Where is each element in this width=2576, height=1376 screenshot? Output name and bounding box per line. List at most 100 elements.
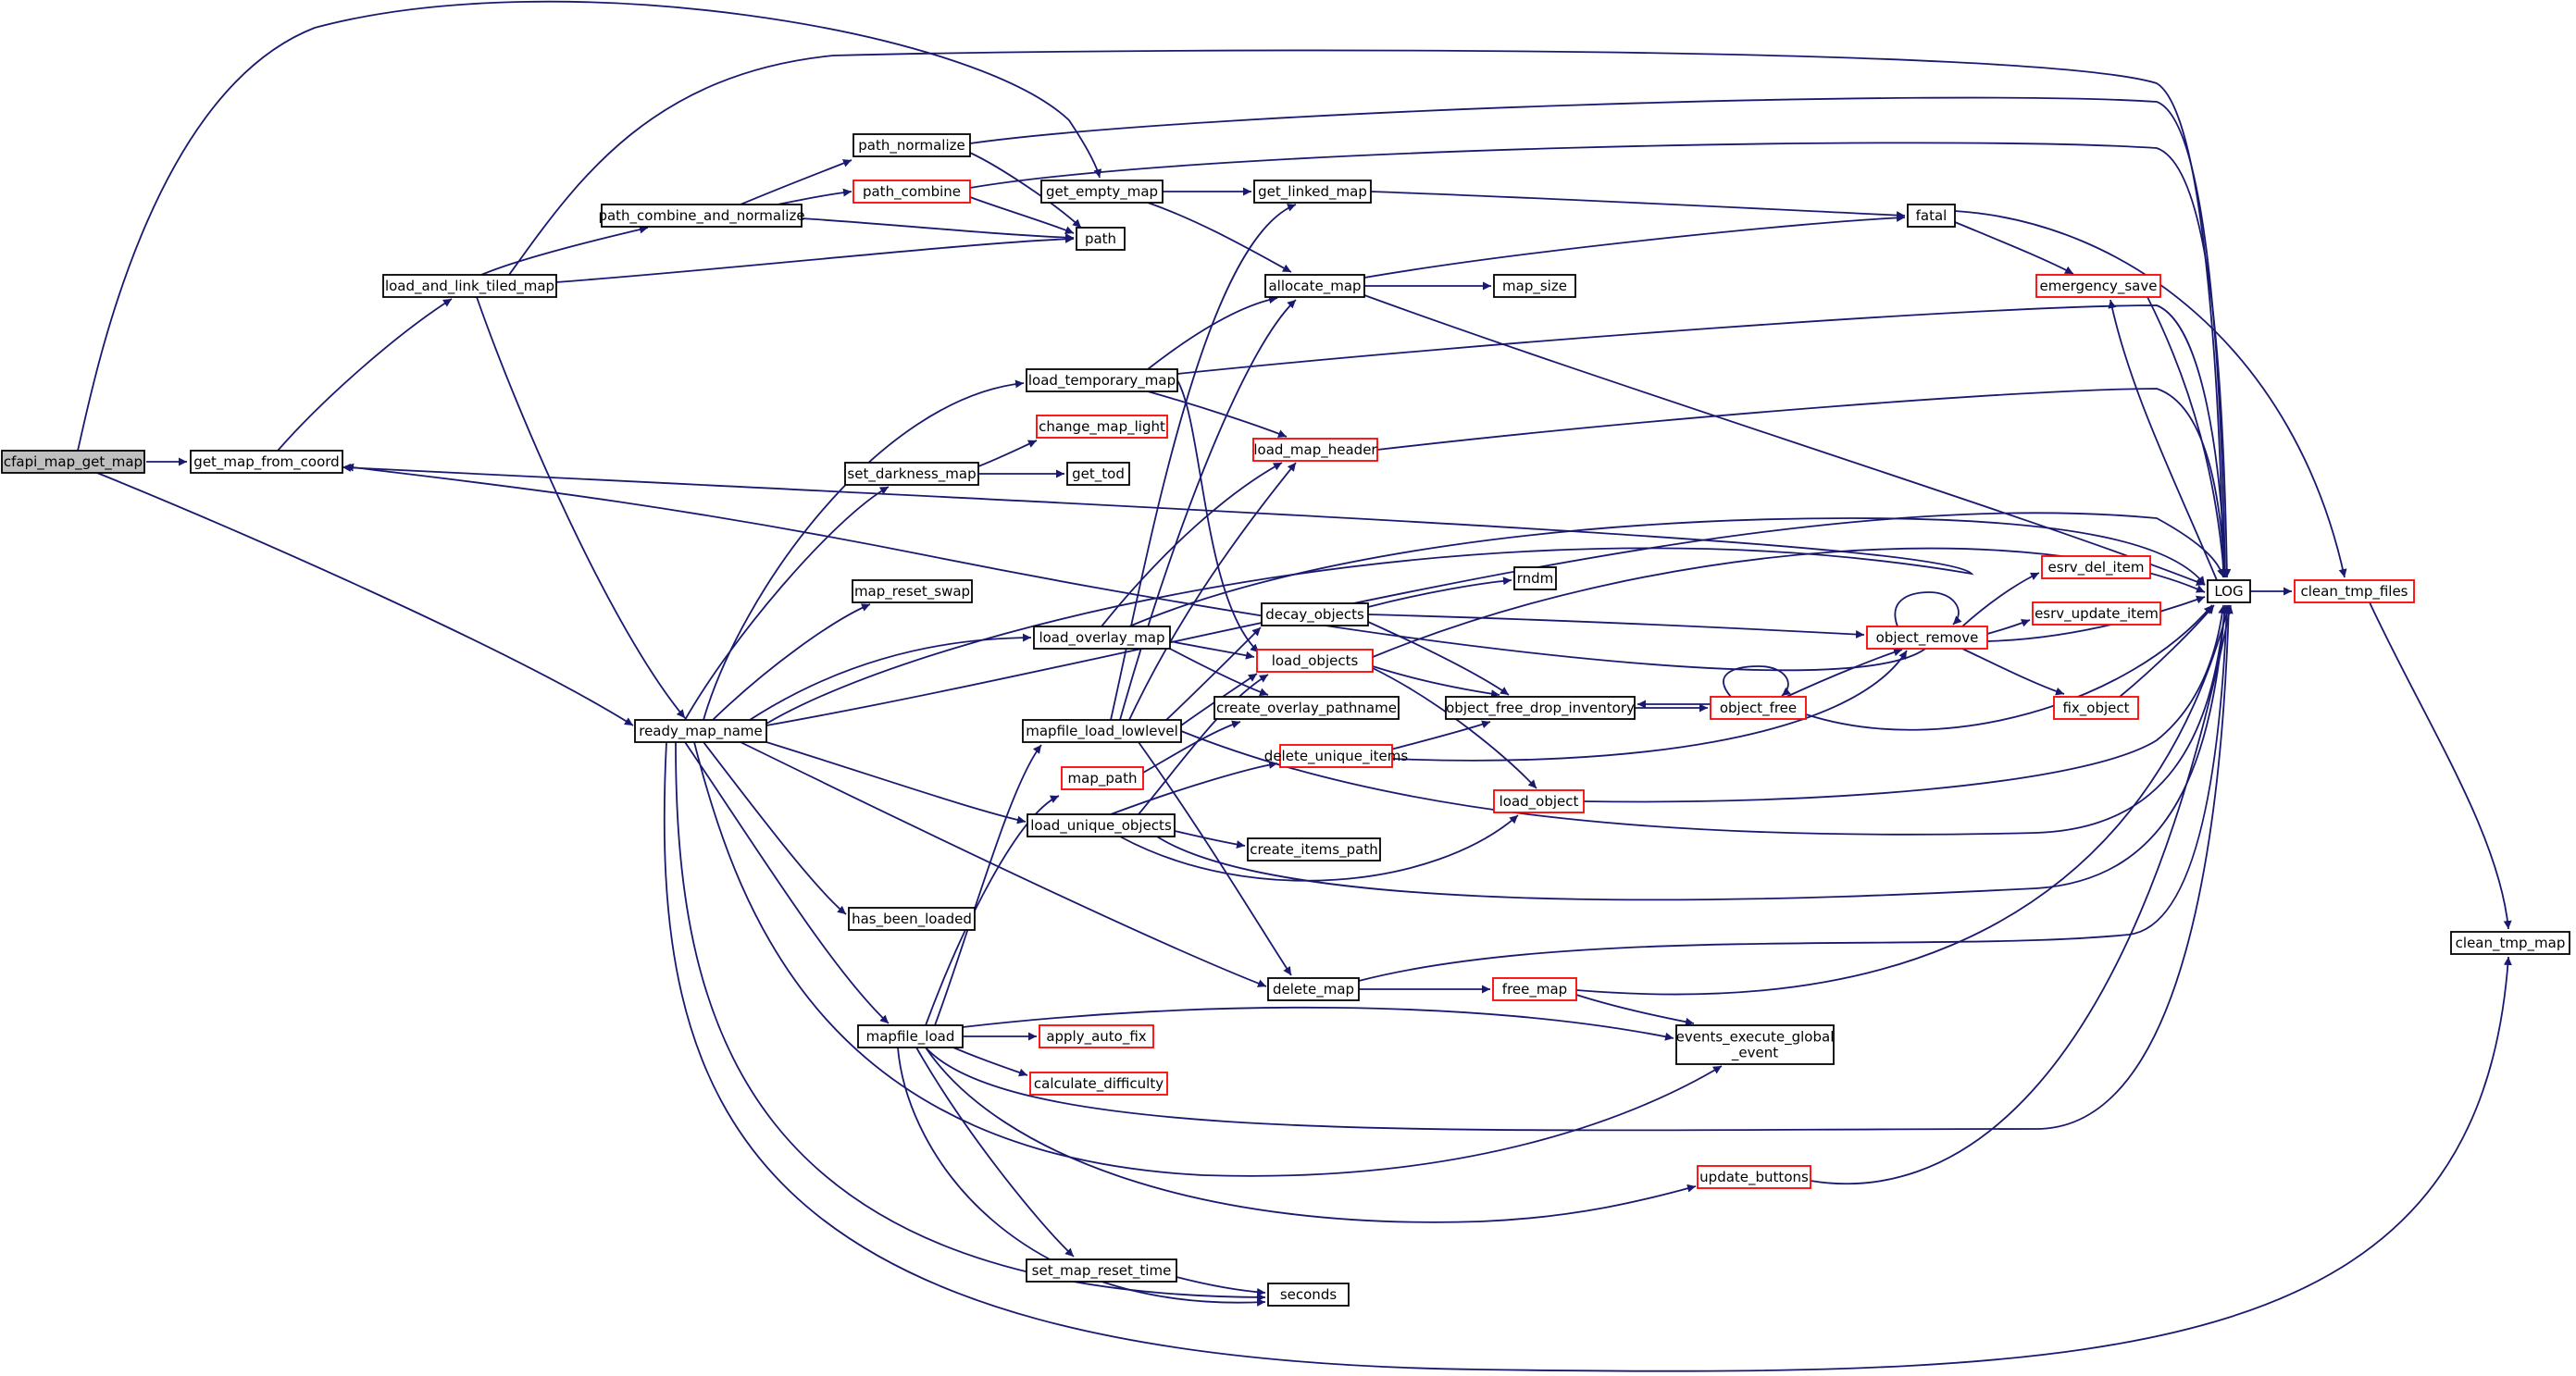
node-box: [2053, 696, 2139, 720]
node-label: map_path: [1068, 770, 1138, 787]
node-events-execute-global-event[interactable]: events_execute_global_event: [1675, 1024, 1835, 1065]
node-box: [1033, 626, 1171, 650]
node-seconds[interactable]: seconds: [1267, 1283, 1350, 1307]
node-load-temporary-map[interactable]: load_temporary_map: [1026, 368, 1178, 392]
edge-ctf-to-ctm: [2369, 601, 2512, 930]
node-fatal[interactable]: fatal: [1907, 204, 1956, 228]
node-object-free[interactable]: object_free: [1710, 696, 1807, 720]
node-load-and-link-tiled-map[interactable]: load_and_link_tiled_map: [382, 274, 557, 298]
node-clean-tmp-map[interactable]: clean_tmp_map: [2450, 931, 2570, 955]
edge-cfapi-to-gem: [77, 0, 1102, 452]
edge-rmn-to-ltm: [703, 379, 1025, 721]
node-label: load_overlay_map: [1039, 629, 1164, 647]
node-box: [1907, 204, 1956, 228]
edge-rmn-to-ctm: [663, 741, 2512, 1372]
node-map-reset-swap[interactable]: map_reset_swap: [852, 579, 973, 603]
node-calculate-difficulty[interactable]: calculate_difficulty: [1029, 1072, 1168, 1096]
node-set-map-reset-time[interactable]: set_map_reset_time: [1026, 1258, 1177, 1283]
node-box: [1697, 1165, 1811, 1189]
edge-mll-to-decay: [1165, 626, 1262, 721]
edge-rmn-to-dmap: [740, 741, 1267, 987]
node-change-map-light[interactable]: change_map_light: [1036, 415, 1168, 439]
node-update-buttons[interactable]: update_buttons: [1697, 1165, 1811, 1189]
node-get-tod[interactable]: get_tod: [1066, 462, 1130, 486]
node-label: load_objects: [1272, 652, 1359, 670]
node-esrv-del-item[interactable]: esrv_del_item: [2041, 555, 2151, 579]
node-label: path: [1085, 230, 1116, 247]
edge-dui-to-orem: [1391, 650, 1908, 762]
node-label: calculate_difficulty: [1034, 1075, 1164, 1093]
node-box: [1279, 744, 1393, 768]
node-free-map[interactable]: free_map: [1492, 977, 1577, 1001]
node-mapfile-load[interactable]: mapfile_load: [857, 1024, 964, 1048]
node-box: [1066, 462, 1130, 486]
node-box: [1445, 696, 1636, 720]
edge-lmh-to-log: [1376, 388, 2229, 578]
node-fix-object[interactable]: fix_object: [2053, 696, 2139, 720]
node-cfapi-map-get-map[interactable]: cfapi_map_get_map: [1, 450, 145, 474]
node-delete-unique-items[interactable]: delete_unique_items: [1264, 744, 1409, 768]
node-delete-map[interactable]: delete_map: [1267, 977, 1360, 1001]
edge-orem-to-edi: [1961, 572, 2040, 627]
node-emergency-save[interactable]: emergency_save: [2035, 274, 2161, 298]
node-map-path[interactable]: map_path: [1061, 766, 1144, 790]
node-label: change_map_light: [1039, 418, 1165, 436]
node-path-combine-and-normalize[interactable]: path_combine_and_normalize: [598, 204, 805, 228]
node-label: map_size: [1502, 278, 1567, 295]
node-label: fix_object: [2062, 700, 2129, 717]
node-allocate-map[interactable]: allocate_map: [1264, 274, 1365, 298]
node-has-been-loaded[interactable]: has_been_loaded: [848, 907, 976, 931]
node-rndm[interactable]: rndm: [1513, 566, 1557, 590]
node-get-linked-map[interactable]: get_linked_map: [1253, 180, 1372, 204]
edge-mll-to-alloc: [1119, 299, 1297, 721]
node-layer: cfapi_map_get_map get_map_from_coord load_…: [1, 133, 2570, 1307]
node-label: free_map: [1502, 981, 1567, 998]
edge-dmap-to-log: [1358, 604, 2232, 982]
node-load-object[interactable]: load_object: [1493, 789, 1585, 813]
edge-orem-to-eui: [1986, 619, 2031, 635]
edge-decay-to-rndm: [1367, 576, 1512, 608]
edge-rmn-to-log: [765, 512, 2225, 726]
node-box: [857, 1024, 964, 1048]
node-box: [1039, 1024, 1154, 1048]
node-box: [1513, 566, 1557, 590]
edge-mload-to-secs: [897, 1047, 1266, 1307]
node-create-items-path[interactable]: create_items_path: [1247, 837, 1381, 862]
node-set-darkness-map[interactable]: set_darkness_map: [844, 462, 979, 486]
node-box: [2032, 601, 2161, 626]
node-ready-map-name[interactable]: ready_map_name: [634, 719, 767, 743]
node-load-objects[interactable]: load_objects: [1256, 649, 1374, 673]
node-LOG[interactable]: LOG: [2207, 579, 2251, 603]
node-path-combine[interactable]: path_combine: [852, 180, 971, 204]
node-label: cfapi_map_get_map: [4, 453, 143, 471]
edge-ofree-to-log: [1805, 604, 2213, 731]
node-path[interactable]: path: [1076, 227, 1126, 251]
node-load-map-header[interactable]: load_map_header: [1252, 438, 1378, 462]
node-get-empty-map[interactable]: get_empty_map: [1040, 180, 1164, 204]
node-label: get_tod: [1072, 465, 1125, 483]
node-object-remove[interactable]: object_remove: [1866, 626, 1988, 650]
node-esrv-update-item[interactable]: esrv_update_item: [2032, 601, 2161, 626]
edge-luo-to-lobjs: [1138, 674, 1269, 815]
node-label: delete_unique_items: [1264, 748, 1409, 765]
node-label: mapfile_load_lowlevel: [1026, 723, 1178, 740]
edge-lobjs-to-ofdi: [1372, 665, 1500, 699]
node-create-overlay-pathname[interactable]: create_overlay_pathname: [1213, 696, 1400, 720]
node-box: [1029, 1072, 1168, 1096]
node-decay-objects[interactable]: decay_objects: [1261, 602, 1369, 626]
edge-lltm-to-log: [508, 49, 2228, 578]
edge-rmn-to-gmfc: [342, 463, 1974, 725]
edge-mload-to-mll: [934, 744, 1042, 1026]
node-load-overlay-map[interactable]: load_overlay_map: [1033, 626, 1171, 650]
node-map-size[interactable]: map_size: [1493, 274, 1576, 298]
node-load-unique-objects[interactable]: load_unique_objects: [1027, 813, 1176, 837]
node-mapfile-load-lowlevel[interactable]: mapfile_load_lowlevel: [1022, 719, 1182, 743]
node-clean-tmp-files[interactable]: clean_tmp_files: [2294, 579, 2415, 603]
node-get-map-from-coord[interactable]: get_map_from_coord: [190, 450, 343, 474]
edge-pcan-to-path: [801, 217, 1075, 242]
edge-lom-to-lmh: [1101, 462, 1283, 627]
node-label: apply_auto_fix: [1046, 1028, 1146, 1046]
node-object-free-drop-inventory[interactable]: object_free_drop_inventory: [1445, 696, 1636, 720]
node-apply-auto-fix[interactable]: apply_auto_fix: [1039, 1024, 1154, 1048]
node-path-normalize[interactable]: path_normalize: [852, 133, 971, 157]
